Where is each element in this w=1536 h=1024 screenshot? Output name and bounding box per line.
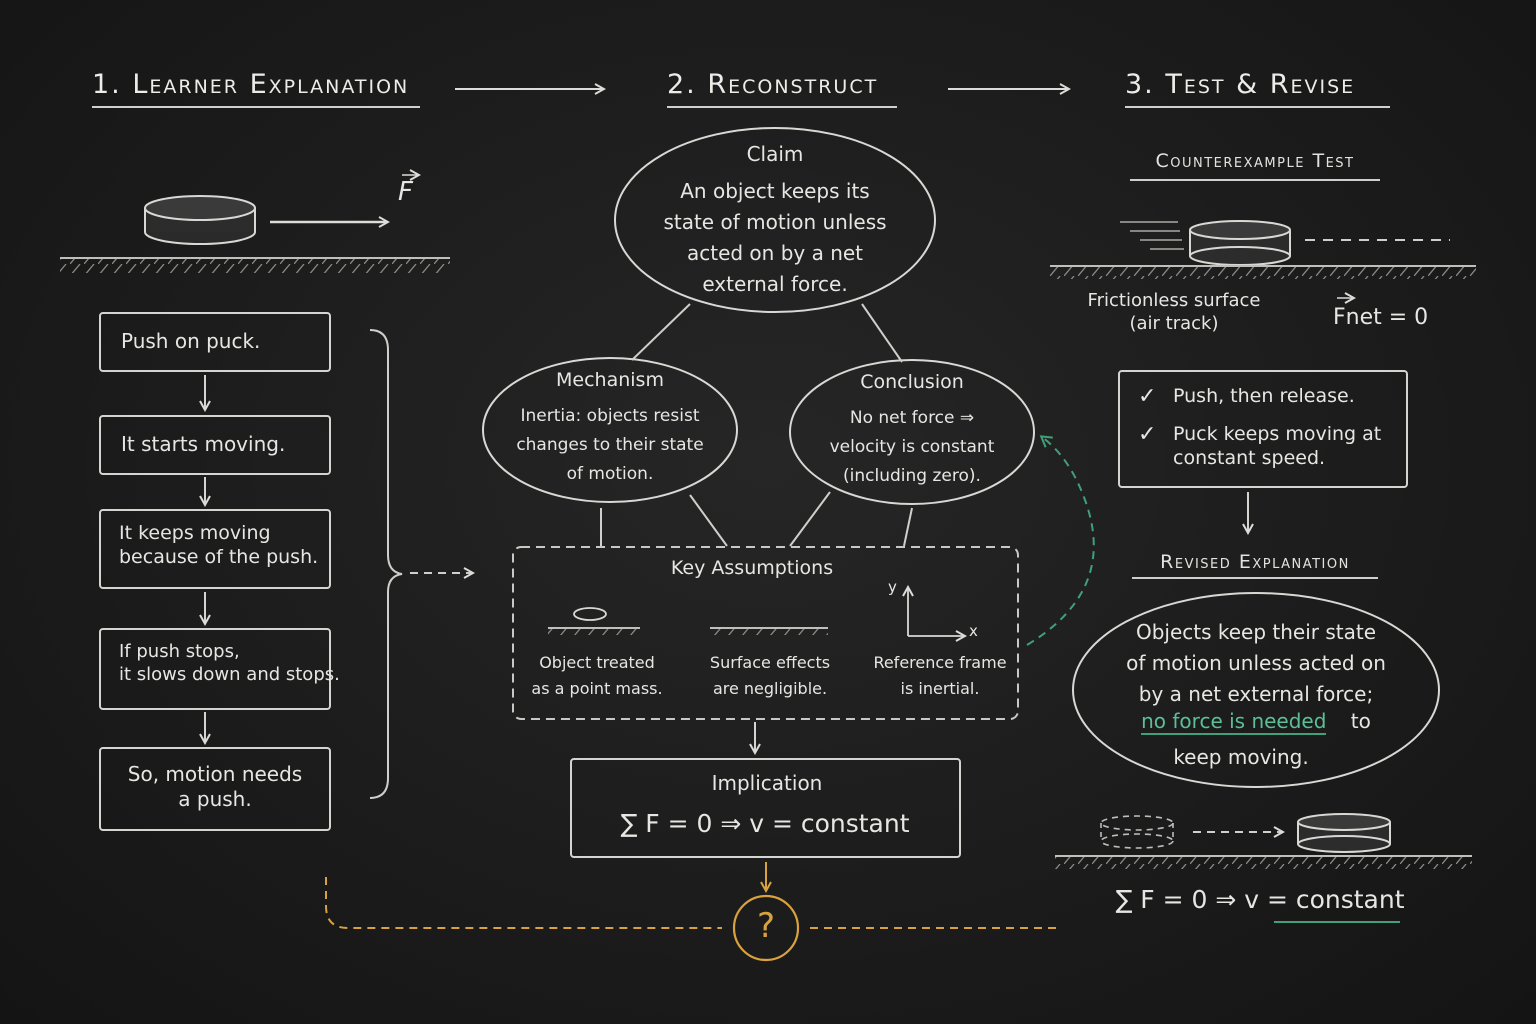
surface-label: Frictionless surface (air track)	[1087, 290, 1261, 334]
chain-box-2	[99, 415, 331, 475]
step1-heading: 1. Learner Explanation	[92, 69, 410, 100]
revised-text: Objects keep their state of motion unles…	[1126, 620, 1386, 706]
assumptions-title: Key Assumptions	[670, 557, 834, 579]
fnet-label: Fnet = 0	[1333, 305, 1429, 330]
chain-box-3	[99, 509, 331, 589]
implication-equation: ∑ F = 0 ⇒ v = constant	[620, 809, 910, 838]
claim-text: An object keeps its state of motion unle…	[663, 179, 887, 296]
mechanism-assumptions-link-2	[689, 494, 728, 547]
observation-2: Puck keeps moving at constant speed.	[1173, 423, 1382, 469]
revised-text-end: keep moving.	[1173, 745, 1309, 769]
feedback-green-arrow	[1026, 435, 1095, 646]
force-label: F	[398, 177, 413, 207]
conclusion-text: No net force ⇒ velocity is constant (inc…	[829, 408, 995, 486]
surface-icon	[710, 627, 828, 635]
observation-box	[1118, 370, 1408, 488]
chain-text-1: Push on puck.	[121, 329, 261, 353]
assumption-surface: Surface effects are negligible.	[709, 653, 831, 698]
mechanism-text: Inertia: objects resist changes to their…	[516, 406, 704, 484]
ghost-puck-icon	[1100, 815, 1174, 849]
chain-text-3: It keeps moving because of the push.	[119, 522, 319, 568]
assumptions-box	[512, 546, 1019, 720]
axis-x-label: x	[969, 622, 978, 640]
chain-box-1	[99, 312, 331, 372]
final-equation: ∑ F = 0 ⇒ v = constant	[1115, 885, 1405, 914]
conclusion-title: Conclusion	[860, 371, 964, 393]
revised-title: Revised Explanation	[1160, 551, 1350, 573]
chain-text-5: So, motion needs a push.	[127, 762, 303, 811]
chain-box-4	[99, 628, 331, 710]
conclusion-assumptions-link-1	[789, 491, 831, 547]
chain-box-5	[99, 747, 331, 831]
ground-surface	[60, 257, 450, 273]
point-mass-icon	[548, 607, 640, 635]
final-surface	[1055, 855, 1472, 869]
conclusion-ellipse	[789, 359, 1035, 505]
check-icon-2: ✓	[1138, 422, 1157, 447]
claim-ellipse	[614, 127, 936, 313]
orange-loop-left	[325, 877, 722, 929]
chain-text-4: If push stops, it slows down and stops.	[119, 641, 340, 685]
final-puck-icon	[1297, 813, 1391, 853]
claim-conclusion-link	[861, 303, 903, 363]
mechanism-title: Mechanism	[556, 369, 664, 391]
mechanism-ellipse	[482, 357, 738, 503]
axis-y-label: y	[888, 578, 897, 596]
assumption-point-mass: Object treated as a point mass.	[531, 653, 663, 698]
reference-frame-axes-icon	[908, 588, 964, 636]
puck-icon	[144, 195, 256, 245]
chain-text-2: It starts moving.	[121, 432, 286, 456]
step3-heading: 3. Test & Revise	[1125, 69, 1356, 100]
question-circle	[732, 894, 800, 962]
question-mark: ?	[756, 906, 776, 946]
claim-title: Claim	[746, 142, 804, 166]
conclusion-assumptions-link-2	[903, 507, 913, 547]
check-icon-1: ✓	[1138, 384, 1157, 409]
claim-mechanism-link	[631, 303, 691, 361]
revised-text-to: to	[1350, 709, 1371, 733]
step2-heading: 2. Reconstruct	[667, 69, 879, 100]
implication-title: Implication	[711, 771, 823, 795]
counter-test-title: Counterexample Test	[1155, 150, 1355, 172]
revised-ellipse	[1072, 592, 1440, 788]
observation-1: Push, then release.	[1173, 385, 1355, 407]
implication-box	[570, 758, 961, 858]
frictionless-surface	[1050, 265, 1476, 279]
motion-lines-icon	[1120, 221, 1184, 250]
moving-puck-icon	[1189, 220, 1291, 266]
chain-bracket	[369, 329, 403, 799]
revised-highlight: no force is needed	[1141, 709, 1327, 735]
assumption-frame: Reference frame is inertial.	[873, 653, 1007, 698]
revised-highlight-line: no force is needed to	[1106, 709, 1406, 735]
